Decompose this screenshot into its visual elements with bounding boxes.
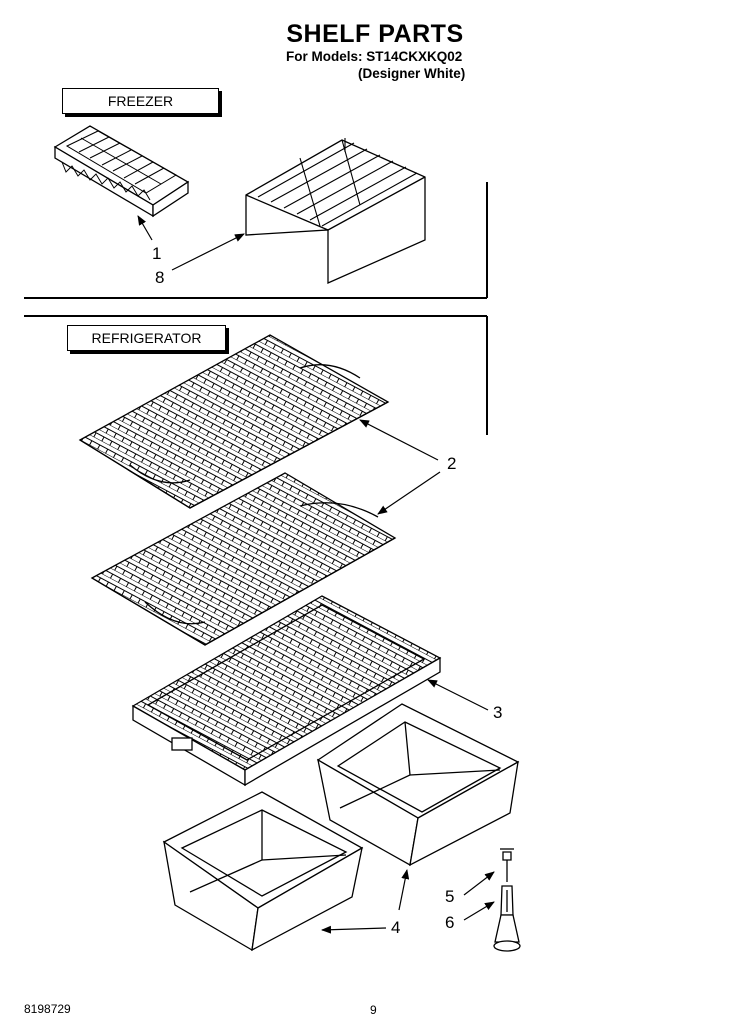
callout-2: 2 [447, 454, 457, 473]
callout-6: 6 [445, 913, 455, 932]
refrigerator-section-label: REFRIGERATOR [67, 325, 226, 351]
callout-4: 4 [391, 918, 401, 937]
callout-5: 5 [445, 887, 455, 906]
callout-1: 1 [152, 244, 162, 263]
page-title: SHELF PARTS [286, 20, 464, 48]
leveling-leg-drawing [493, 848, 521, 952]
refrigerator-section-frame [24, 315, 488, 435]
freezer-wire-shelf-drawing [245, 138, 426, 284]
callout-3: 3 [493, 703, 503, 722]
refrigerator-wire-shelves-drawing [78, 334, 397, 646]
callout-leader-lines [137, 215, 495, 934]
crisper-drawers-drawing [162, 703, 520, 952]
glass-shelf-drawing [131, 595, 442, 787]
callout-8: 8 [155, 268, 165, 287]
model-number-line: For Models: ST14CKXKQ02 [286, 49, 463, 64]
page-number: 9 [370, 1003, 377, 1017]
document-number: 8198729 [24, 1002, 71, 1016]
freezer-section-frame [24, 182, 488, 299]
ice-cube-tray-drawing [53, 125, 190, 218]
freezer-section-label: FREEZER [62, 88, 219, 114]
model-variant-line: (Designer White) [358, 66, 466, 81]
